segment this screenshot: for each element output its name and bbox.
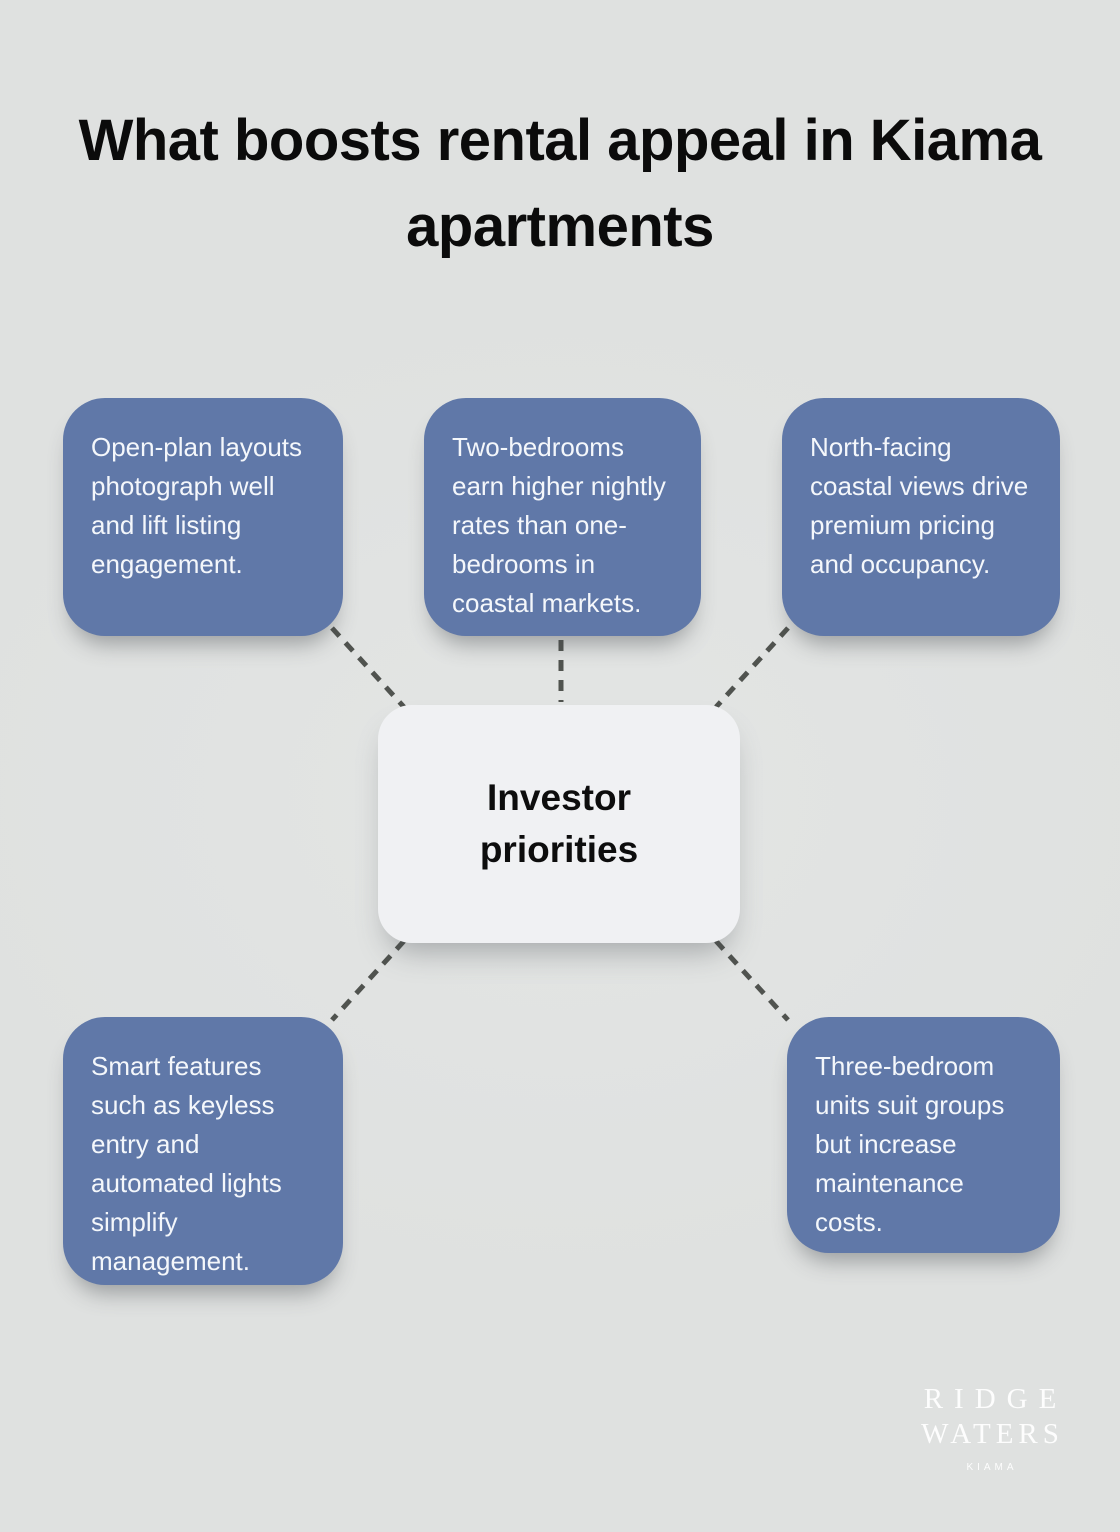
- brand-logo-line1: RIDGE: [923, 1383, 1068, 1415]
- node-text: North-facing coastal views drive premium…: [810, 432, 1029, 579]
- brand-logo-line3: KIAMA: [966, 1461, 1018, 1473]
- node-three-bedroom-units: Three-bedroom units suit groups but incr…: [787, 1017, 1060, 1253]
- node-text: Smart features such as keyless entry and…: [91, 1051, 282, 1276]
- node-smart-features: Smart features such as keyless entry and…: [63, 1017, 343, 1285]
- node-two-bedroom-rates: Two-bedrooms earn higher nightly rates t…: [424, 398, 701, 636]
- node-text: Open-plan layouts photograph well and li…: [91, 432, 303, 579]
- center-node-label: Investor priorities: [479, 777, 639, 870]
- page-title: What boosts rental appeal in Kiama apart…: [78, 108, 1042, 259]
- center-node-investor-priorities: Investor priorities: [378, 705, 740, 943]
- connector-bottom-left: [330, 939, 406, 1022]
- node-text: Three-bedroom units suit groups but incr…: [815, 1051, 1005, 1237]
- connector-bottom-right: [714, 939, 790, 1022]
- brand-logo: RIDGE WATERS KIAMA: [905, 1382, 1075, 1473]
- node-north-facing-views: North-facing coastal views drive premium…: [782, 398, 1060, 636]
- node-text: Two-bedrooms earn higher nightly rates t…: [452, 432, 666, 618]
- node-open-plan-layouts: Open-plan layouts photograph well and li…: [63, 398, 343, 636]
- brand-logo-line2: WATERS: [921, 1417, 1064, 1450]
- connector-top-right: [714, 626, 790, 709]
- connector-top-left: [330, 626, 406, 709]
